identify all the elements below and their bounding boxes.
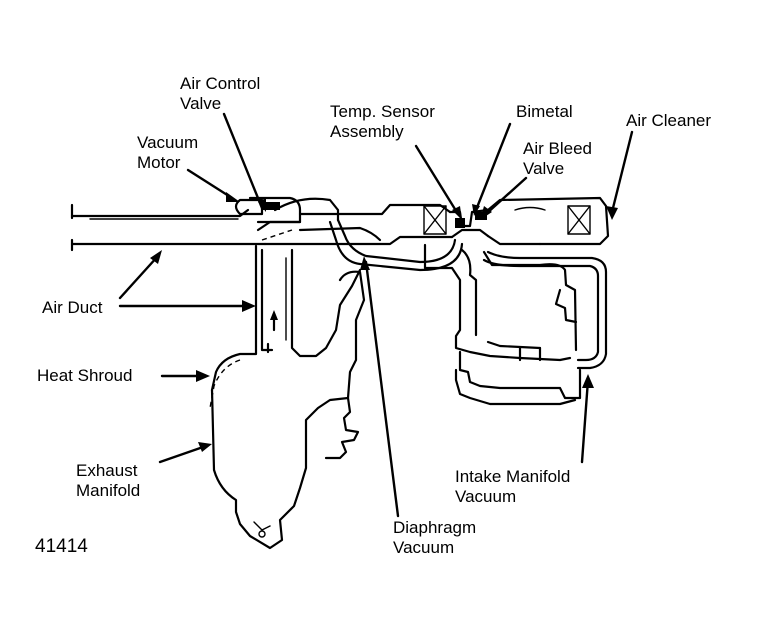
label-line: Valve (523, 159, 565, 178)
label-air-control-valve: Air Control Valve (180, 74, 260, 114)
vacuum-motor-housing (234, 196, 340, 241)
carburetor-body (423, 243, 582, 406)
diaphragm-vacuum-hose (328, 218, 464, 272)
label-exhaust-manifold: Exhaust Manifold (76, 461, 140, 501)
label-intake-manifold-vacuum: Intake Manifold Vacuum (455, 467, 570, 507)
air-duct (70, 203, 267, 252)
heat-pipe (209, 244, 362, 409)
label-line: Air Cleaner (626, 111, 712, 130)
label-line: Vacuum (455, 487, 517, 506)
label-line: Intake Manifold (455, 467, 571, 486)
label-temp-sensor-assembly: Temp. Sensor Assembly (330, 102, 435, 142)
label-line: Bimetal (516, 102, 573, 121)
label-line: Vacuum (393, 538, 455, 557)
intake-vacuum-hose (482, 250, 608, 370)
label-line: Heat Shroud (37, 366, 133, 385)
label-bimetal: Bimetal (516, 102, 573, 122)
label-line: Exhaust (76, 461, 138, 480)
label-air-bleed-valve: Air Bleed Valve (523, 139, 592, 179)
label-air-cleaner: Air Cleaner (626, 111, 711, 131)
leader-arrows (118, 112, 634, 518)
air-cleaner-inlet-body (263, 203, 454, 246)
label-line: Diaphragm (393, 518, 477, 537)
label-line: 41414 (35, 536, 88, 557)
label-diaphragm-vacuum: Diaphragm Vacuum (393, 518, 476, 558)
figure-number: 41414 (35, 537, 88, 557)
label-line: Temp. Sensor (330, 102, 435, 121)
label-line: Assembly (330, 122, 404, 141)
label-heat-shroud: Heat Shroud (37, 366, 132, 386)
label-line: Air Bleed (523, 139, 592, 158)
label-line: Air Duct (42, 298, 103, 317)
label-line: Valve (180, 94, 222, 113)
label-vacuum-motor: Vacuum Motor (137, 133, 198, 173)
label-line: Manifold (76, 481, 141, 500)
label-air-duct: Air Duct (42, 298, 102, 318)
label-line: Motor (137, 153, 181, 172)
label-line: Air Control (180, 74, 261, 93)
exhaust-manifold (210, 270, 366, 550)
label-line: Vacuum (137, 133, 199, 152)
